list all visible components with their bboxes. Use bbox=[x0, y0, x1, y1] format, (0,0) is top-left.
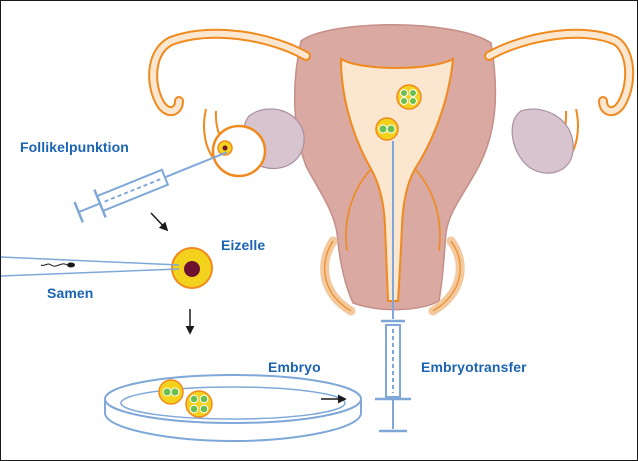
label-sperm: Samen bbox=[47, 285, 93, 301]
label-embryo-transfer: Embryotransfer bbox=[421, 359, 527, 375]
embryo-icon-uterus-1 bbox=[397, 85, 421, 109]
ovary-right bbox=[512, 109, 573, 173]
embryo-icon-uterus-2 bbox=[376, 118, 398, 140]
petri-dish-icon bbox=[105, 375, 361, 441]
sperm-icon bbox=[1, 257, 179, 276]
ovary-left bbox=[213, 109, 304, 176]
label-follicle-puncture: Follikelpunktion bbox=[20, 139, 129, 155]
syringe-icon-transfer bbox=[375, 321, 411, 431]
embryo-icon-dish-1 bbox=[159, 380, 183, 404]
label-egg-cell: Eizelle bbox=[221, 237, 265, 253]
embryo-icon-dish-2 bbox=[186, 391, 212, 417]
label-embryo: Embryo bbox=[268, 359, 321, 375]
arrow-icon-1 bbox=[151, 213, 167, 230]
uterus-illustration bbox=[295, 25, 496, 311]
egg-cell-icon bbox=[172, 248, 212, 288]
